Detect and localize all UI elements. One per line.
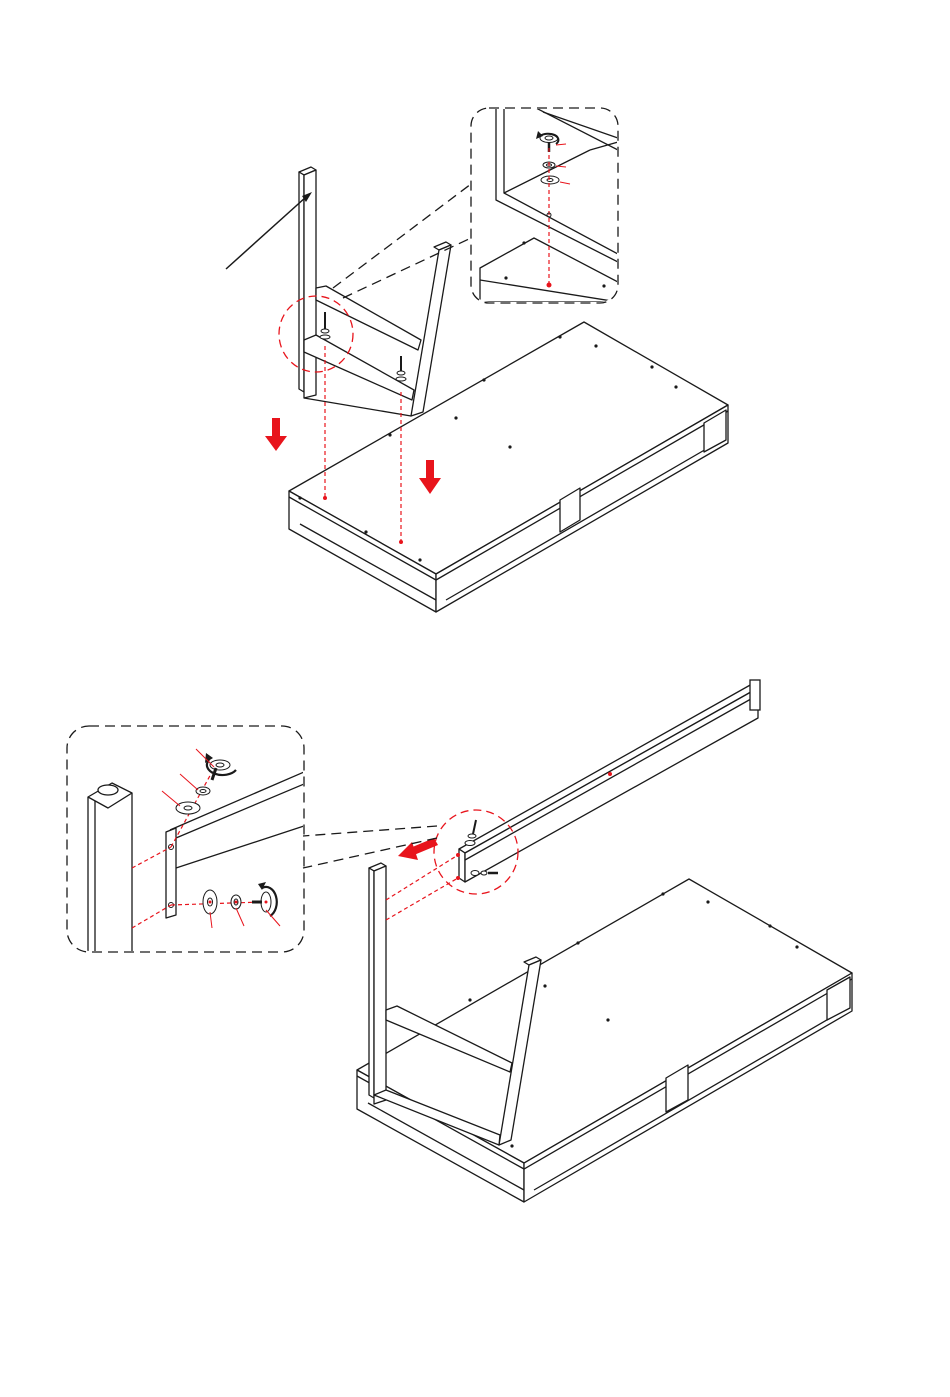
step-2-group xyxy=(67,680,852,1202)
side-arrow-2 xyxy=(398,838,438,860)
step-1-group xyxy=(226,108,728,612)
down-arrow-1a xyxy=(265,418,287,451)
table-top-2 xyxy=(357,879,852,1202)
bolt-set-1a xyxy=(320,312,330,339)
bolt-set-1b xyxy=(396,356,406,381)
leg-frame-1 xyxy=(299,167,451,416)
detail-callout-1 xyxy=(471,108,618,303)
crossbar-2 xyxy=(459,680,760,882)
detail-callout-2 xyxy=(67,726,304,952)
